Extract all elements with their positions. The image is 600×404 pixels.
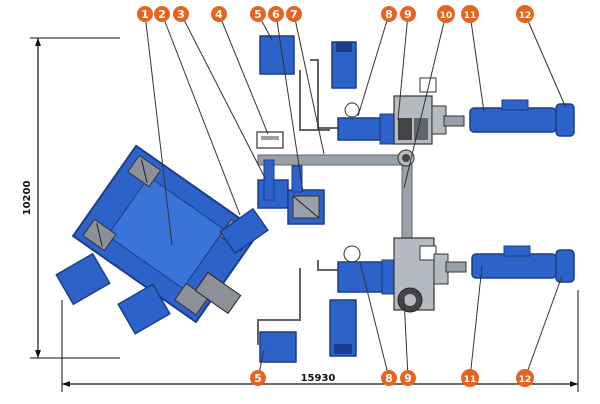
lower-grey-box (194, 271, 242, 315)
callout-bottom-11: 11 (461, 369, 479, 387)
callout-bottom-12: 12 (516, 369, 534, 387)
height-dimension: 10200 (22, 37, 120, 359)
svg-text:10: 10 (440, 11, 453, 21)
side-cabinet-bottom (117, 283, 171, 335)
callout-1: 1 (137, 6, 153, 22)
lower-cylinder-11 (471, 253, 557, 279)
callout-11: 11 (461, 5, 479, 23)
svg-text:8: 8 (385, 8, 393, 21)
transfer-arm (219, 207, 269, 255)
height-dimension-label: 10200 (22, 181, 33, 216)
callout-12: 12 (516, 5, 534, 23)
svg-text:11: 11 (464, 375, 477, 385)
upper-cylinder-11 (469, 107, 557, 133)
callout-10: 10 (437, 5, 455, 23)
upper-end-cap-12 (555, 103, 575, 137)
svg-text:2: 2 (158, 8, 166, 21)
svg-text:12: 12 (519, 375, 532, 385)
svg-text:12: 12 (519, 11, 532, 21)
svg-text:3: 3 (177, 8, 185, 21)
unit-6-column (291, 165, 303, 193)
callout-3: 3 (173, 6, 189, 22)
callouts-top: 1 2 3 4 5 6 7 8 9 10 11 12 (137, 5, 534, 23)
svg-text:8: 8 (385, 372, 393, 385)
svg-text:6: 6 (272, 8, 280, 21)
svg-text:7: 7 (290, 8, 298, 21)
callout-2: 2 (154, 6, 170, 22)
top-block-5 (259, 35, 295, 75)
svg-text:5: 5 (254, 372, 262, 385)
callout-5: 5 (250, 6, 266, 22)
callout-9: 9 (400, 6, 416, 22)
callout-bottom-8: 8 (381, 370, 397, 386)
svg-text:9: 9 (404, 372, 412, 385)
lower-end-cap-12 (555, 249, 575, 283)
svg-text:11: 11 (464, 11, 477, 21)
conveyor-frames (257, 154, 413, 271)
callout-bottom-5: 5 (250, 370, 266, 386)
lower-press-line (337, 237, 575, 313)
upper-press-line (337, 77, 575, 167)
svg-text:5: 5 (254, 8, 262, 21)
vertical-lift (263, 159, 275, 201)
svg-text:1: 1 (141, 8, 149, 21)
callout-4: 4 (211, 6, 227, 22)
callout-8: 8 (381, 6, 397, 22)
callout-7: 7 (286, 6, 302, 22)
piping-lines (257, 59, 338, 345)
width-dimension-label: 15930 (301, 373, 336, 384)
callouts-bottom: 5 8 9 11 12 (250, 369, 534, 387)
callout-6: 6 (268, 6, 284, 22)
svg-text:9: 9 (404, 8, 412, 21)
width-dimension: 15930 (61, 290, 579, 392)
callout-bottom-9: 9 (400, 370, 416, 386)
svg-text:4: 4 (215, 8, 223, 21)
bottom-block-5 (259, 331, 297, 363)
horizontal-conveyor (257, 154, 411, 166)
side-cabinet-left (55, 252, 111, 306)
leader-lines (144, 13, 567, 379)
